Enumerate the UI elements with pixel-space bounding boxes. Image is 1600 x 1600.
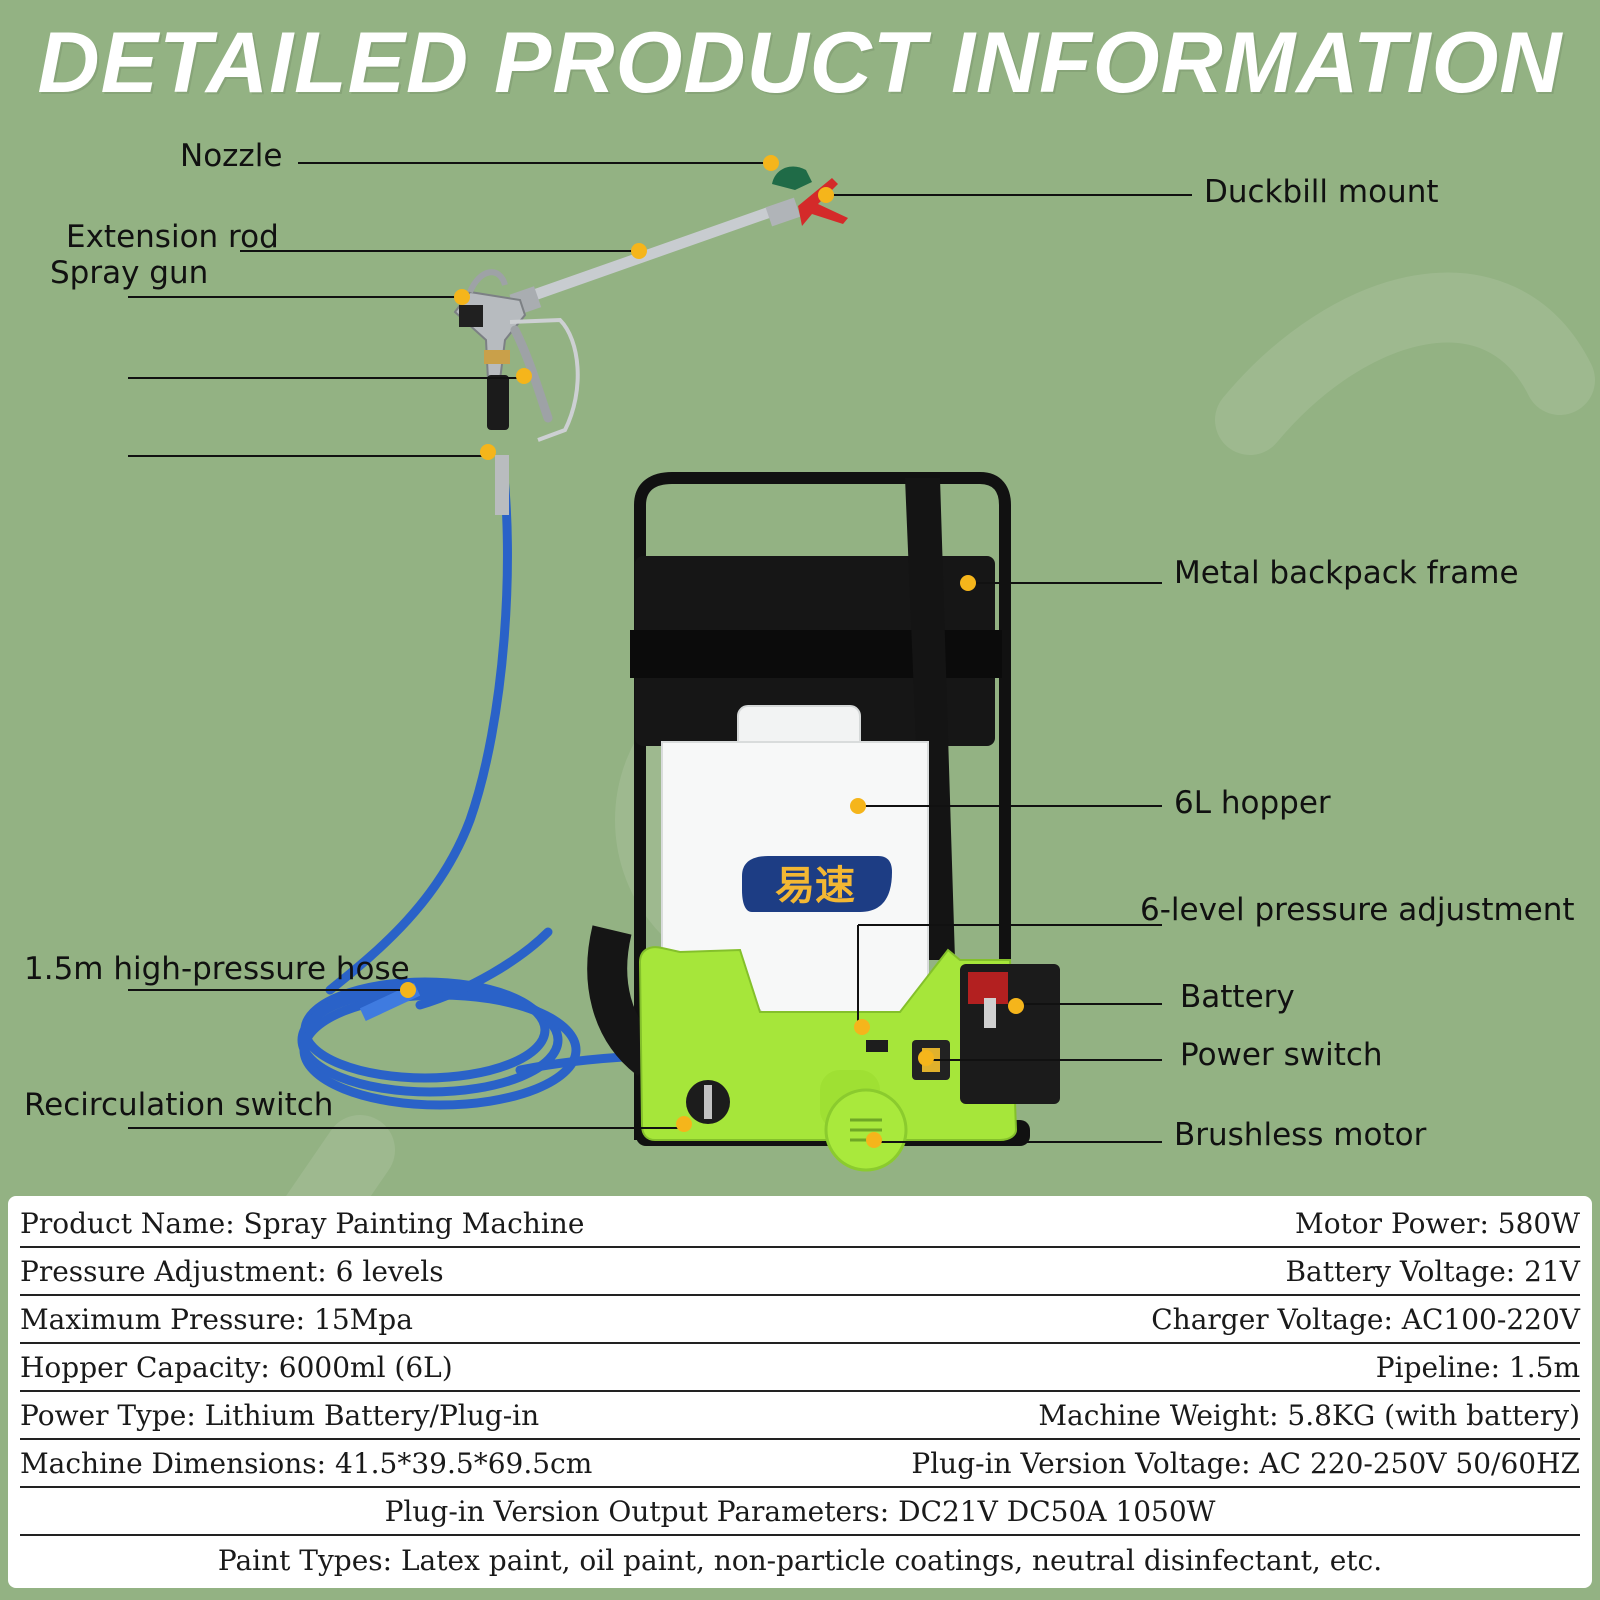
spray-gun <box>453 269 580 442</box>
callout-dots <box>400 155 1024 1148</box>
spec-row: Hopper Capacity: 6000ml (6L) Pipeline: 1… <box>20 1344 1580 1392</box>
spec-right: Plug-in Version Voltage: AC 220-250V 50/… <box>911 1446 1580 1480</box>
label-hose: 1.5m high-pressure hose <box>24 951 410 987</box>
duckbill-mount-shape <box>798 178 848 226</box>
spec-left: Machine Dimensions: 41.5*39.5*69.5cm <box>20 1446 593 1480</box>
spec-right: Pipeline: 1.5m <box>1375 1350 1580 1384</box>
spec-row: Power Type: Lithium Battery/Plug-in Mach… <box>20 1392 1580 1440</box>
label-extension-rod: Extension rod <box>66 219 279 255</box>
spec-table: Product Name: Spray Painting Machine Mot… <box>8 1196 1592 1588</box>
spec-row: Maximum Pressure: 15Mpa Charger Voltage:… <box>20 1296 1580 1344</box>
spec-row: Machine Dimensions: 41.5*39.5*69.5cm Plu… <box>20 1440 1580 1488</box>
spec-left: Power Type: Lithium Battery/Plug-in <box>20 1398 540 1432</box>
spec-left: Pressure Adjustment: 6 levels <box>20 1254 444 1288</box>
label-pressure-adjustment: 6-level pressure adjustment <box>1140 892 1575 928</box>
page-title: DETAILED PRODUCT INFORMATION <box>37 15 1563 111</box>
nozzle-shape <box>772 166 812 190</box>
spec-right: Motor Power: 580W <box>1295 1206 1580 1240</box>
spec-row-output-params: Plug-in Version Output Parameters: DC21V… <box>20 1488 1580 1536</box>
high-pressure-hose <box>297 455 645 1110</box>
label-nozzle: Nozzle <box>180 138 283 174</box>
spec-left: Maximum Pressure: 15Mpa <box>20 1302 413 1336</box>
spec-left: Product Name: Spray Painting Machine <box>20 1206 585 1240</box>
label-spray-gun: Spray gun <box>50 255 209 291</box>
label-recirculation-switch: Recirculation switch <box>24 1087 334 1123</box>
spec-row: Product Name: Spray Painting Machine Mot… <box>20 1200 1580 1248</box>
spec-row: Pressure Adjustment: 6 levels Battery Vo… <box>20 1248 1580 1296</box>
hose-fitting <box>495 455 509 515</box>
spec-right: Battery Voltage: 21V <box>1285 1254 1580 1288</box>
callout-leader-lines <box>128 162 1192 1143</box>
rod-end-coupling <box>765 197 801 227</box>
output-params-text: Plug-in Version Output Parameters: DC21V… <box>384 1494 1216 1528</box>
spec-row-paint-types: Paint Types: Latex paint, oil paint, non… <box>20 1536 1580 1584</box>
label-hopper: 6L hopper <box>1174 785 1331 821</box>
label-power-switch: Power switch <box>1180 1037 1383 1073</box>
paint-types-text: Paint Types: Latex paint, oil paint, non… <box>217 1543 1383 1577</box>
label-brushless-motor: Brushless motor <box>1174 1117 1427 1153</box>
machine-base <box>638 946 1060 1172</box>
spec-left: Hopper Capacity: 6000ml (6L) <box>20 1350 453 1384</box>
label-battery: Battery <box>1180 979 1295 1015</box>
hopper-logo: 易速 <box>775 863 855 909</box>
label-metal-backpack-frame: Metal backpack frame <box>1174 555 1519 591</box>
spec-right: Machine Weight: 5.8KG (with battery) <box>1038 1398 1580 1432</box>
spec-right: Charger Voltage: AC100-220V <box>1151 1302 1580 1336</box>
label-duckbill-mount: Duckbill mount <box>1204 174 1439 210</box>
